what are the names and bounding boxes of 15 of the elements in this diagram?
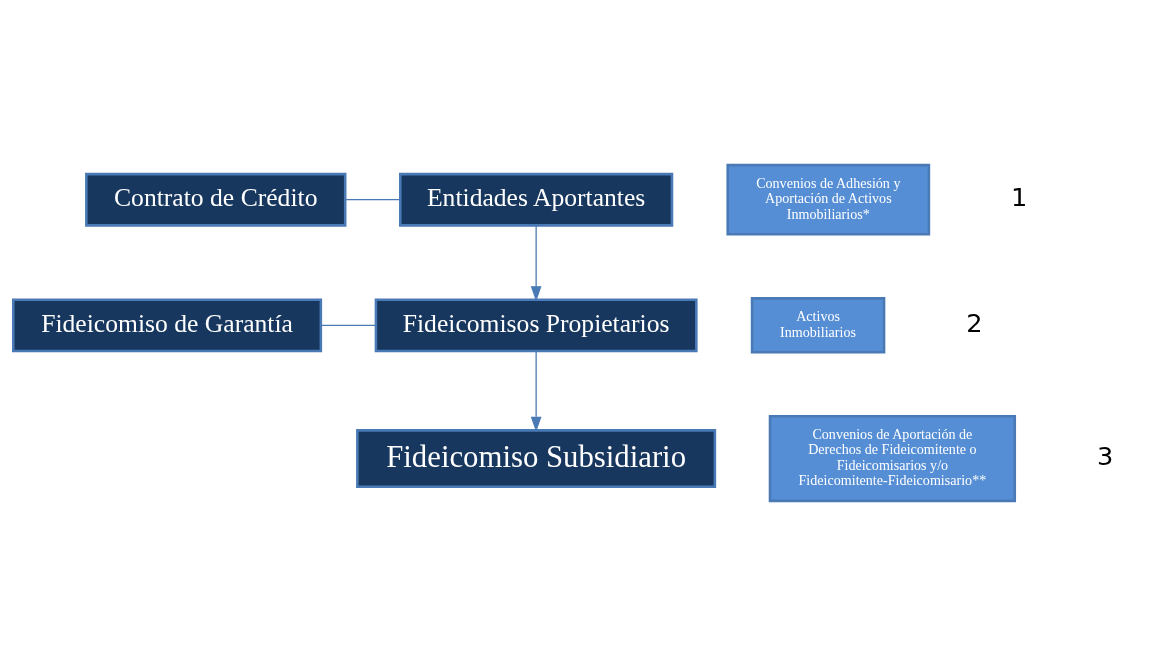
label: 1 [1011, 181, 1028, 212]
connector [320, 324, 377, 326]
node-box: Convenios de Aportación de Derechos de Fideicomitente o Fideicomisarios y/o Fideicomitente-Fideicomisario** [768, 414, 1017, 502]
label: 2 [966, 307, 983, 338]
arrow [530, 350, 542, 432]
connector [344, 198, 401, 200]
node-box: Entidades Aportantes [399, 172, 674, 227]
label: 3 [1096, 440, 1114, 471]
node-box: Fideicomiso de Garantía [12, 297, 323, 352]
node-box: Convenios de Adhesión y Aportación de Activos Inmobiliarios* [726, 163, 931, 236]
node-box: Fideicomisos Propietarios [374, 297, 698, 352]
arrow [530, 224, 542, 302]
node-box: Contrato de Crédito [85, 172, 347, 227]
node-box: Fideicomiso Subsidiario [356, 428, 717, 488]
node-box: Activos Inmobiliarios [750, 296, 886, 353]
